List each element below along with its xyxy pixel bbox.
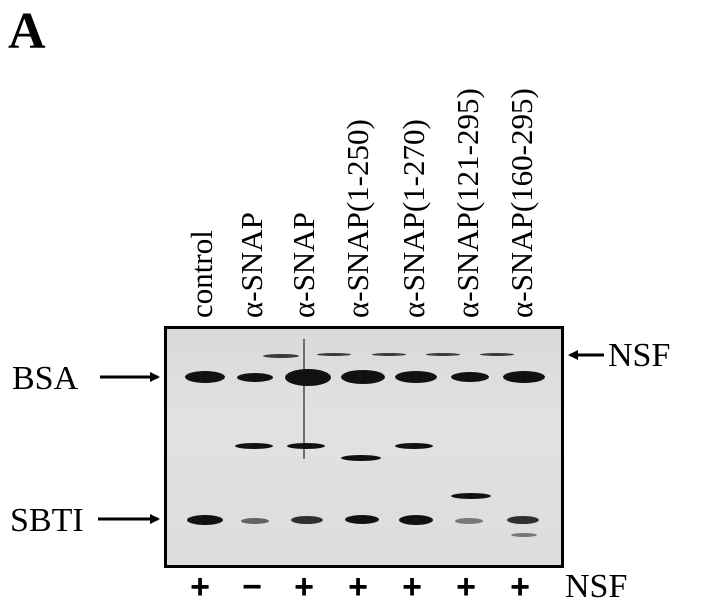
band-sbti-lane5	[399, 515, 433, 525]
nsf-sign-lane1: +	[190, 568, 210, 606]
band-sbti-lane4	[345, 515, 379, 524]
band-snap-lane2	[235, 443, 273, 449]
band-sbti-lane3	[291, 516, 323, 524]
band-bsa-lane6	[451, 372, 489, 382]
panel-letter: A	[8, 3, 46, 60]
band-snap-lane6	[451, 493, 491, 499]
band-bsa-lane2	[237, 373, 273, 382]
nsf-sign-lane5: +	[402, 568, 422, 606]
nsf-sign-lane6: +	[456, 568, 476, 606]
marker-bsa: BSA	[12, 360, 79, 397]
band-sbti-lane7	[507, 516, 539, 524]
band-bsa-lane3	[285, 369, 331, 386]
band-sbti-lane1	[187, 515, 223, 525]
gel-streak	[303, 339, 305, 459]
nsf-sign-lane3: +	[294, 568, 314, 606]
band-sbti-lane6	[455, 518, 483, 524]
marker-sbti: SBTI	[10, 502, 84, 539]
band-snap-lane5	[395, 443, 433, 449]
band-nsf-lane5	[372, 353, 406, 356]
band-snap-lane4	[341, 455, 381, 461]
band-nsf-lane4	[317, 353, 351, 356]
gel-image	[164, 326, 564, 568]
nsf-row-label: NSF	[565, 568, 628, 605]
band-bsa-lane1	[185, 371, 225, 383]
band-nsf-lane3	[263, 354, 299, 358]
nsf-sign-lane7: +	[510, 568, 530, 606]
band-bsa-lane7	[503, 371, 545, 383]
band-nsf-lane7	[480, 353, 514, 356]
band-snap-lane3	[287, 443, 325, 449]
nsf-sign-lane4: +	[348, 568, 368, 606]
band-bsa-lane5	[395, 371, 437, 383]
band-bsa-lane4	[341, 370, 385, 384]
band-extra-lane7	[511, 533, 537, 537]
band-nsf-lane6	[426, 353, 460, 356]
nsf-sign-lane2: −	[242, 568, 262, 606]
band-sbti-lane2	[241, 518, 269, 524]
marker-nsf-right: NSF	[608, 337, 671, 374]
